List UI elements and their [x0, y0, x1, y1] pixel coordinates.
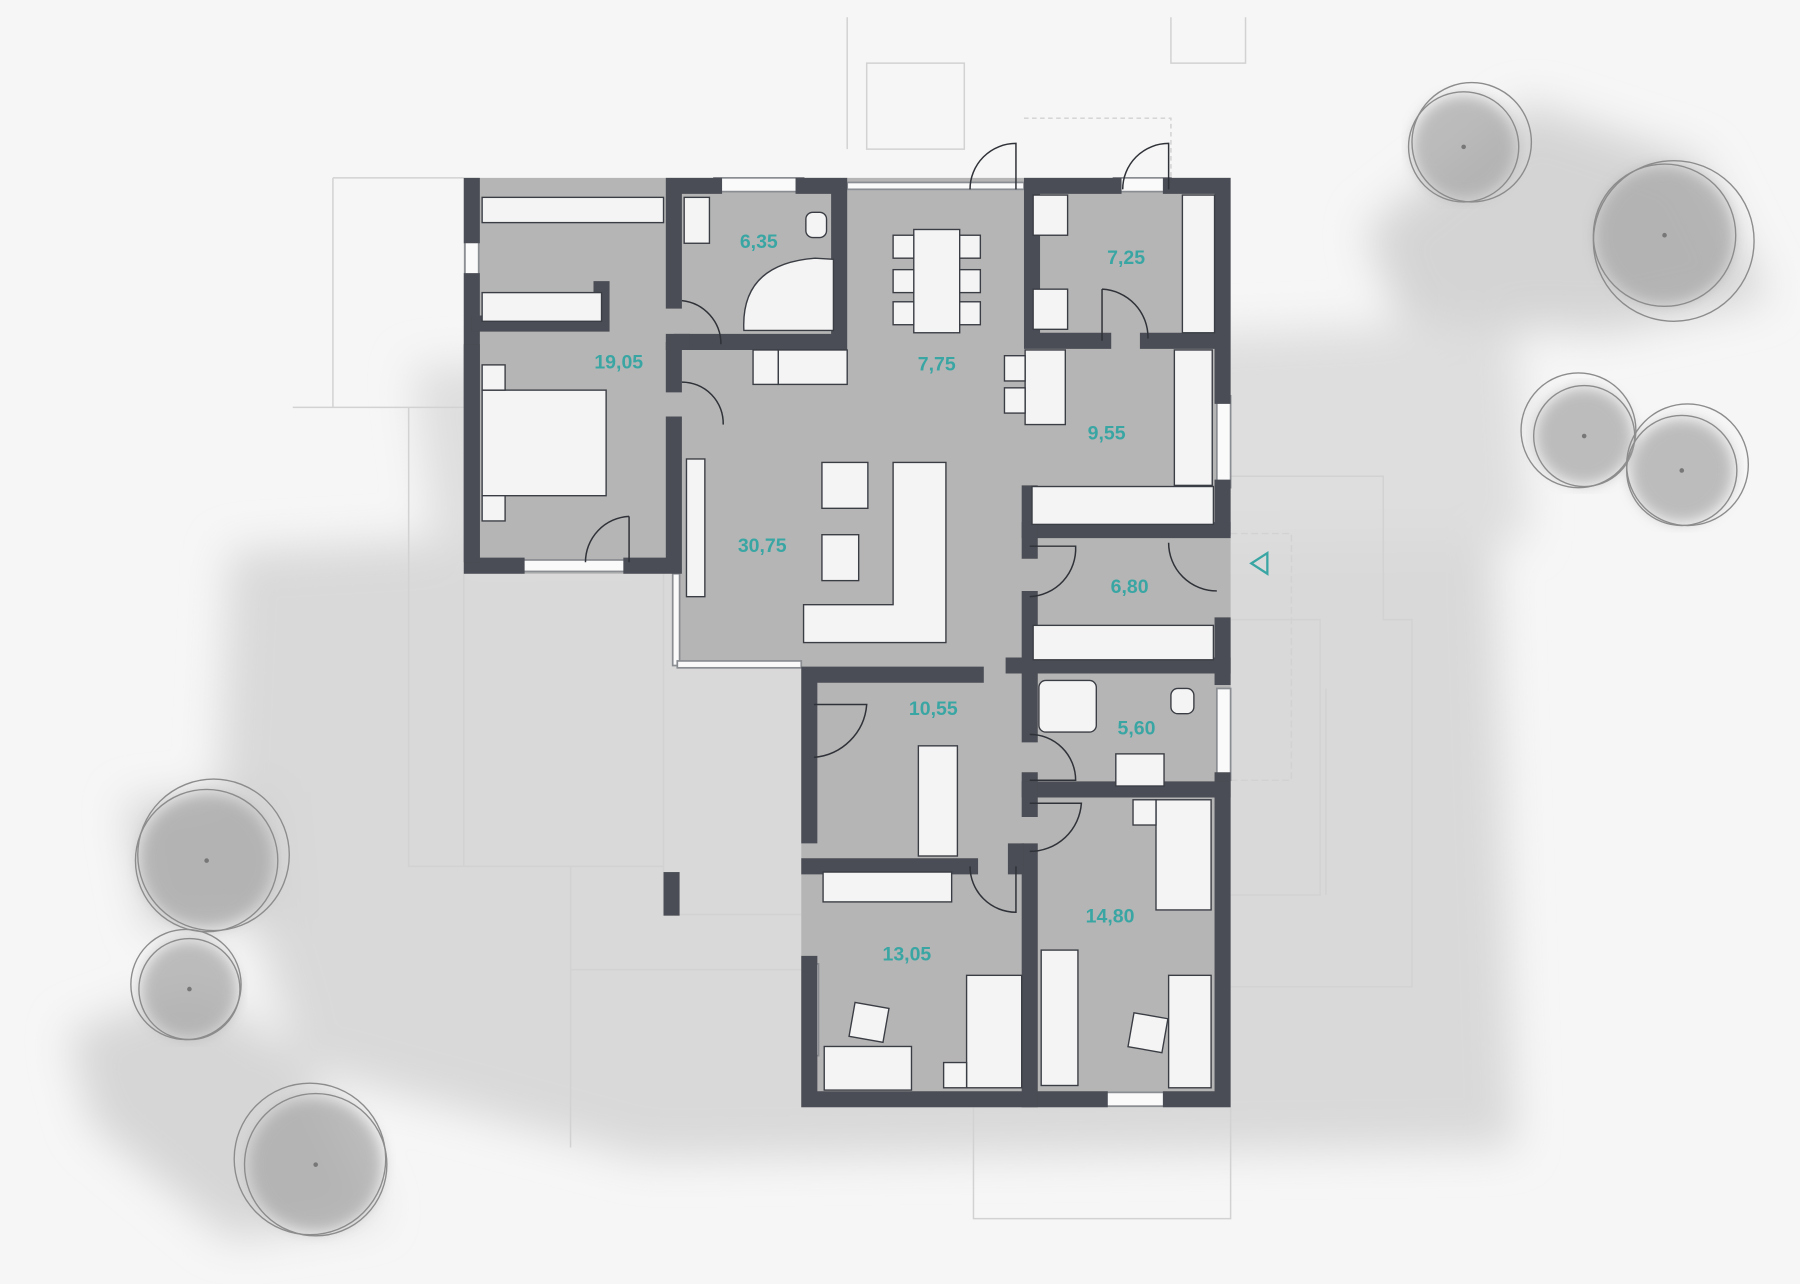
toilet [1170, 687, 1195, 715]
cabinet [1181, 194, 1216, 334]
furniture [481, 194, 1216, 1091]
doors [584, 142, 1217, 913]
site-outlines [292, 17, 1413, 1220]
double-bed [481, 389, 607, 497]
toilet [805, 211, 828, 239]
nightstand [481, 364, 506, 391]
tree-icon [1407, 81, 1533, 203]
desk [823, 1045, 913, 1091]
wardrobe [1040, 949, 1079, 1087]
room-area-bathroom-main: 6,35 [740, 231, 778, 253]
wardrobe [481, 291, 603, 322]
nightstand [481, 495, 506, 522]
wardrobe [822, 871, 953, 903]
trees [130, 81, 1755, 1237]
tree-icon [233, 1082, 388, 1237]
shower [1038, 679, 1097, 733]
wardrobe [481, 196, 665, 224]
bar-counter [1024, 349, 1066, 426]
tree-icon [1592, 159, 1755, 322]
kitchen-counter [1173, 349, 1213, 487]
tree-icon [134, 778, 290, 933]
room-area-bedroom-2: 13,05 [882, 943, 931, 965]
wardrobe [1032, 624, 1215, 661]
chair [1127, 1011, 1169, 1054]
nightstand [1132, 799, 1157, 826]
closet [917, 745, 959, 857]
tree-icon [1520, 372, 1637, 489]
sink [1115, 753, 1165, 787]
chair [848, 1001, 890, 1044]
radiator [777, 349, 848, 386]
stove [752, 349, 780, 386]
washing-machine [1032, 194, 1069, 236]
tree-icon [1625, 403, 1750, 527]
tv-unit [685, 458, 706, 598]
room-area-shower-room: 5,60 [1117, 717, 1155, 739]
nightstand [942, 1061, 968, 1089]
sink [683, 196, 711, 244]
entrance-triangle-icon [1249, 550, 1269, 576]
room-area-living-room: 30,75 [738, 535, 787, 557]
ottoman [821, 461, 869, 510]
desk [1167, 974, 1212, 1089]
bathtub [743, 257, 835, 332]
walls [463, 177, 1231, 1108]
room-area-utility: 7,25 [1107, 247, 1145, 269]
single-bed [965, 974, 1023, 1089]
room-area-bedroom-master: 19,05 [594, 351, 643, 373]
room-area-hallway: 10,55 [909, 698, 958, 720]
room-area-dining: 7,75 [918, 354, 956, 376]
room-area-kitchen: 9,55 [1088, 422, 1126, 444]
room-labels: 19,05 6,35 7,75 7,25 9,55 30,75 6,80 10,… [594, 231, 1155, 966]
corner-sofa [802, 461, 947, 644]
kitchen-counter [1031, 485, 1215, 526]
dining-table [913, 228, 961, 334]
ottoman [821, 534, 860, 582]
room-area-bedroom-3: 14,80 [1086, 906, 1135, 928]
tree-icon [130, 928, 242, 1041]
room-area-entrance-hall: 6,80 [1111, 576, 1149, 598]
single-bed [1155, 799, 1212, 911]
boiler [1032, 288, 1069, 331]
